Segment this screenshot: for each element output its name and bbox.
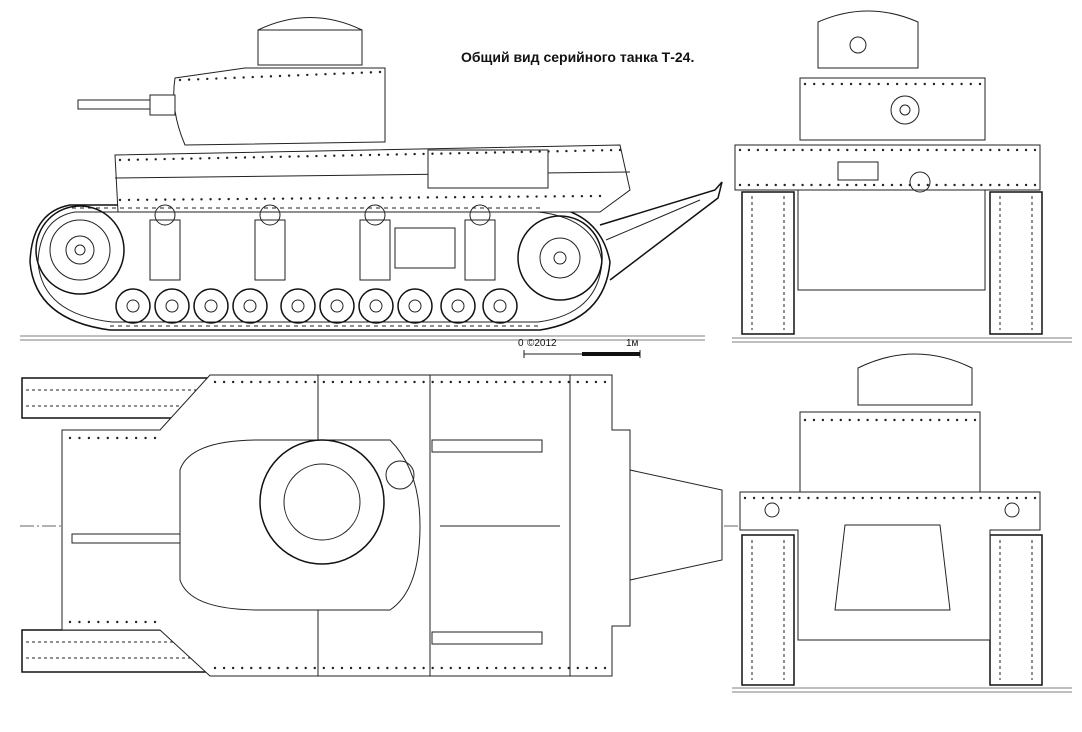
side-view-road-wheels — [115, 288, 518, 324]
front-view-hull — [734, 144, 1041, 191]
top-view — [20, 374, 740, 677]
front-view-cupola — [817, 10, 919, 69]
scale-end-label: 1м — [626, 338, 639, 349]
side-view-track — [29, 204, 611, 331]
side-view-cupola — [257, 17, 363, 66]
top-view-tail — [629, 469, 723, 581]
top-view-gun-barrel — [71, 533, 181, 544]
copyright-label: ©2012 — [527, 338, 557, 349]
drawing-title: Общий вид серийного танка Т-24. — [461, 49, 695, 65]
front-view-right-track — [989, 191, 1043, 335]
side-view-drive-sprocket — [517, 215, 603, 301]
rear-view-right-track — [989, 534, 1043, 686]
front-view-turret — [799, 77, 986, 141]
top-view-turret — [179, 439, 421, 611]
front-view-left-track — [741, 191, 795, 335]
rear-view-turret — [799, 411, 981, 493]
front-view — [732, 10, 1072, 343]
scale-bar: 0 ©2012 1м — [518, 338, 641, 358]
scale-start-label: 0 — [518, 338, 524, 349]
side-view-tail — [599, 181, 723, 281]
side-view-idler-wheel — [35, 205, 125, 295]
side-view-suspension — [149, 204, 496, 281]
rear-view-left-track — [741, 534, 795, 686]
rear-view-cupola — [857, 353, 973, 406]
side-view — [20, 17, 723, 341]
side-view-hull-box — [427, 149, 549, 189]
rear-view — [732, 353, 1072, 693]
side-view-hull — [114, 144, 631, 213]
side-view-turret — [173, 67, 386, 146]
side-view-ground — [20, 335, 705, 341]
rivet-pattern — [68, 70, 1037, 670]
top-view-cupola — [259, 439, 385, 565]
